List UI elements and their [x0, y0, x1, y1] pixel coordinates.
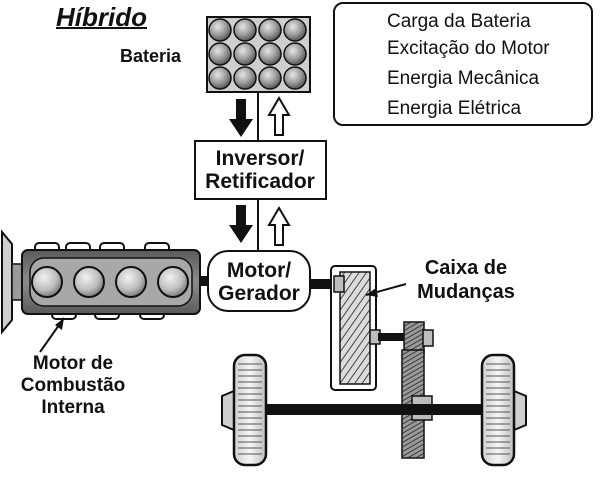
engine-flywheel [1, 229, 13, 335]
engine-label-line3: Interna [41, 397, 105, 418]
battery-cell [208, 18, 232, 42]
battery-cell [283, 18, 307, 42]
motor-label-line2: Gerador [218, 282, 300, 305]
engine-motor-mechanical-shaft [200, 276, 212, 286]
legend-item-battery-charge: Carga da Bateria [387, 11, 531, 32]
left-wheel [221, 353, 268, 467]
differential-pinion [403, 321, 425, 355]
engine-label-line1: Motor de [32, 353, 114, 374]
legend: Carga da Bateria Excitação do Motor Ener… [333, 2, 593, 126]
excitation-arrow-down-icon [229, 99, 253, 137]
battery-label: Bateria [120, 46, 182, 66]
engine-cylinder [31, 266, 63, 298]
engine-label: Motor de Combustão Interna [8, 353, 138, 419]
engine-cylinder [115, 266, 147, 298]
diagram-title: Híbrido [56, 2, 147, 32]
battery-cell [233, 66, 257, 90]
differential [401, 321, 434, 459]
right-wheel-tread [486, 363, 510, 455]
gearbox-label-line2: Mudanças [417, 281, 515, 303]
legend-item-motor-excitation: Excitação do Motor [387, 38, 550, 59]
motor-gearbox-mechanical-shaft [310, 279, 334, 289]
gearbox-output-shaft [378, 333, 406, 341]
engine-cylinder [73, 266, 105, 298]
engine-cylinders [31, 266, 189, 298]
excitation-arrow-down-icon-2 [229, 205, 253, 243]
battery-cell [258, 18, 282, 42]
engine-cylinder [157, 266, 189, 298]
legend-item-electrical-energy: Energia Elétrica [387, 98, 522, 119]
gearbox-gear-upper [339, 271, 371, 385]
charge-arrow-up-icon [267, 96, 291, 136]
battery-cell [283, 66, 307, 90]
battery-cell [208, 66, 232, 90]
gearbox-label: Caixa de Mudanças [408, 256, 524, 304]
battery-cell [283, 42, 307, 66]
combustion-engine [1, 229, 201, 335]
battery-cell [233, 18, 257, 42]
battery-cells [208, 18, 307, 90]
motor-label-line1: Motor/ [226, 259, 292, 282]
right-wheel [480, 353, 527, 467]
battery-cell [233, 42, 257, 66]
battery-cell [258, 66, 282, 90]
battery-cell [208, 42, 232, 66]
battery-cell [258, 42, 282, 66]
inverter-label-line1: Inversor/ [215, 147, 305, 170]
left-wheel-tread [238, 363, 262, 455]
gearbox-label-line1: Caixa de [424, 257, 508, 279]
inverter-label: Inversor/ Retificador [195, 147, 325, 193]
inverter-label-line2: Retificador [205, 170, 315, 193]
rear-axle [262, 404, 482, 415]
legend-item-mechanical-energy: Energia Mecânica [387, 68, 540, 89]
gearbox [330, 265, 381, 391]
motor-generator-label: Motor/ Gerador [208, 259, 310, 305]
charge-arrow-up-icon-2 [267, 206, 291, 246]
engine-label-line2: Combustão [20, 375, 126, 396]
inverter-rectifier-box [194, 140, 327, 200]
battery [206, 16, 311, 93]
